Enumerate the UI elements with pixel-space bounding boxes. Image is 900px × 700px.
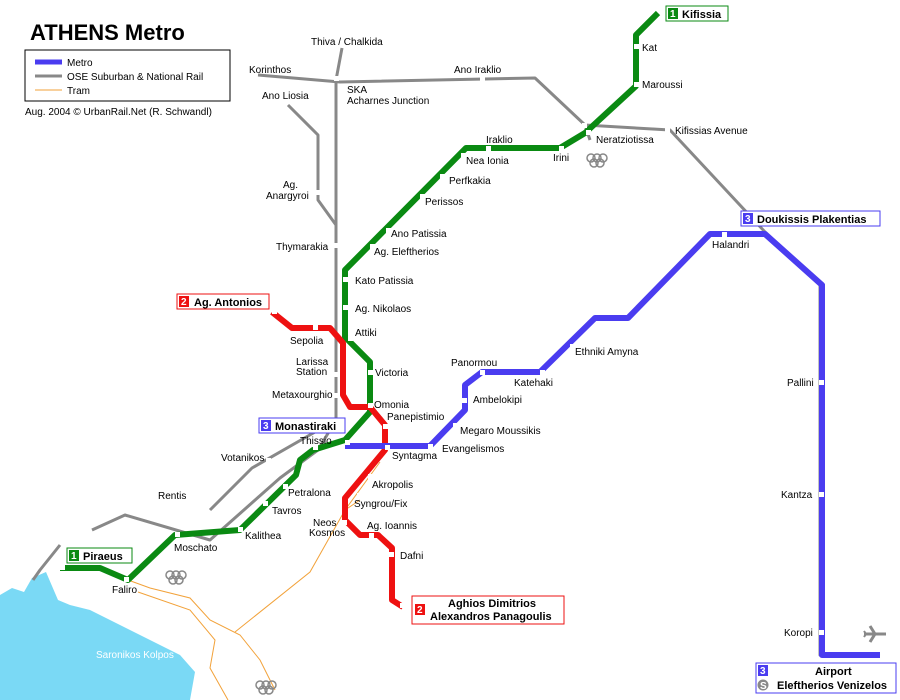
station-label[interactable]: Anargyroi	[266, 191, 309, 202]
line-badge: 3	[760, 666, 766, 677]
sea	[0, 572, 195, 700]
station-label[interactable]: Kosmos	[309, 528, 345, 539]
terminal-doukissis[interactable]: 3 Doukissis Plakentias	[740, 210, 881, 227]
terminal-name-2: Eleftherios Venizelos	[777, 680, 887, 692]
station-label[interactable]: Thiva / Chalkida	[311, 37, 383, 48]
terminal-name: Monastiraki	[275, 421, 336, 433]
station-labels: Kat Maroussi Neratziotissa Irini Iraklio…	[112, 37, 814, 639]
terminal-ag-antonios[interactable]: 2 Ag. Antonios	[176, 293, 270, 310]
map-title: ATHENS Metro	[30, 20, 185, 45]
sea-label: Saronikos Kolpos	[96, 650, 174, 661]
station-label[interactable]: Kato Patissia	[355, 276, 414, 287]
olympic-rings-icon	[165, 570, 187, 585]
station-label[interactable]: Victoria	[375, 368, 409, 379]
rail-lines	[31, 47, 881, 658]
line-badge: 1	[670, 9, 676, 20]
terminal-name-1: Aghios Dimitrios	[448, 598, 536, 610]
station-label[interactable]: Rentis	[158, 491, 186, 502]
station-label[interactable]: Maroussi	[642, 80, 683, 91]
station-label[interactable]: Halandri	[712, 240, 749, 251]
station-label[interactable]: Dafni	[400, 551, 423, 562]
station-label[interactable]: Iraklio	[486, 135, 513, 146]
station-label[interactable]: Metaxourghio	[272, 390, 333, 401]
station-markers	[60, 44, 824, 635]
station-label[interactable]: Kifissias Avenue	[675, 126, 748, 137]
station-label[interactable]: Panormou	[451, 358, 497, 369]
station-label[interactable]: Kat	[642, 43, 657, 54]
airplane-icon	[863, 625, 886, 643]
terminal-name: Ag. Antonios	[194, 297, 262, 309]
station-label[interactable]: Neratziotissa	[596, 135, 654, 146]
rail-badge-letter: S	[760, 681, 767, 692]
olympic-rings-icon	[255, 680, 277, 695]
station-label[interactable]: Votanikos	[221, 453, 264, 464]
terminal-name: Kifissia	[682, 9, 722, 21]
suburban-rail-badge	[757, 679, 769, 691]
station-label[interactable]: Omonia	[374, 400, 409, 411]
line-badge: 1	[71, 551, 77, 562]
station-label[interactable]: SKA	[347, 85, 367, 96]
station-label[interactable]: Acharnes Junction	[347, 96, 429, 107]
station-label[interactable]: Kalithea	[245, 531, 282, 542]
station-label[interactable]: Perfkakia	[449, 176, 491, 187]
station-label[interactable]: Ag. Ioannis	[367, 521, 417, 532]
station-label[interactable]: Pallini	[787, 378, 814, 389]
station-label[interactable]: Panepistimio	[387, 412, 445, 423]
station-label[interactable]: Ethniki Amyna	[575, 347, 639, 358]
terminal-kifissia[interactable]: 1 Kifissia	[665, 5, 729, 22]
station-label[interactable]: Koropi	[784, 628, 813, 639]
terminal-name-1: Airport	[815, 666, 852, 678]
station-label[interactable]: Tavros	[272, 506, 301, 517]
olympic-rings-icon	[586, 153, 608, 168]
station-label[interactable]: Ambelokipi	[473, 395, 522, 406]
station-label[interactable]: Sepolia	[290, 336, 324, 347]
station-label[interactable]: Moschato	[174, 543, 218, 554]
station-label[interactable]: Kantza	[781, 490, 813, 501]
station-label[interactable]: Irini	[553, 153, 569, 164]
line-badge: 3	[263, 421, 269, 432]
station-label[interactable]: Evangelismos	[442, 444, 504, 455]
terminal-monastiraki[interactable]: 3 Monastiraki	[258, 417, 346, 434]
station-label[interactable]: Thymarakia	[276, 242, 329, 253]
terminal-ag-dimitrios[interactable]: 2 Aghios Dimitrios Alexandros Panagoulis	[411, 595, 565, 625]
station-label[interactable]: Korinthos	[249, 65, 291, 76]
line-badge: 2	[181, 297, 187, 308]
station-label[interactable]: Attiki	[355, 328, 377, 339]
station-label[interactable]: Ag. Nikolaos	[355, 304, 411, 315]
legend-label-rail: OSE Suburban & National Rail	[67, 72, 203, 83]
legend-label-tram: Tram	[67, 86, 90, 97]
station-label[interactable]: Thissio	[300, 436, 332, 447]
station-label[interactable]: Nea Ionia	[466, 156, 509, 167]
station-label[interactable]: Ano Liosia	[262, 91, 309, 102]
terminal-name-2: Alexandros Panagoulis	[430, 611, 552, 623]
tram-lines	[127, 461, 381, 700]
station-label[interactable]: Syngrou/Fix	[354, 499, 407, 510]
station-label[interactable]: Larissa	[296, 357, 329, 368]
station-label[interactable]: Ag.	[283, 180, 298, 191]
terminal-name: Doukissis Plakentias	[757, 214, 866, 226]
station-label[interactable]: Station	[296, 367, 327, 378]
station-label[interactable]: Neos	[313, 518, 336, 529]
legend-label-metro: Metro	[67, 58, 93, 69]
terminal-airport[interactable]: 3 S Airport Eleftherios Venizelos	[755, 662, 897, 694]
terminal-piraeus[interactable]: 1 Piraeus	[66, 547, 133, 564]
station-label[interactable]: Ano Patissia	[391, 229, 447, 240]
credit: Aug. 2004 © UrbanRail.Net (R. Schwandl)	[25, 107, 212, 118]
station-label[interactable]: Syntagma	[392, 451, 437, 462]
line-badge: 3	[745, 214, 751, 225]
station-label[interactable]: Petralona	[288, 488, 331, 499]
line-badge: 2	[417, 605, 423, 616]
station-label[interactable]: Ag. Eleftherios	[374, 247, 439, 258]
station-label[interactable]: Ano Iraklio	[454, 65, 502, 76]
station-label[interactable]: Akropolis	[372, 480, 413, 491]
station-label[interactable]: Perissos	[425, 197, 463, 208]
station-label[interactable]: Katehaki	[514, 378, 553, 389]
legend: Metro OSE Suburban & National Rail Tram	[24, 49, 231, 102]
station-label[interactable]: Faliro	[112, 585, 137, 596]
line-3-route	[345, 231, 880, 658]
terminal-name: Piraeus	[83, 551, 123, 563]
station-label[interactable]: Megaro Moussikis	[460, 426, 541, 437]
